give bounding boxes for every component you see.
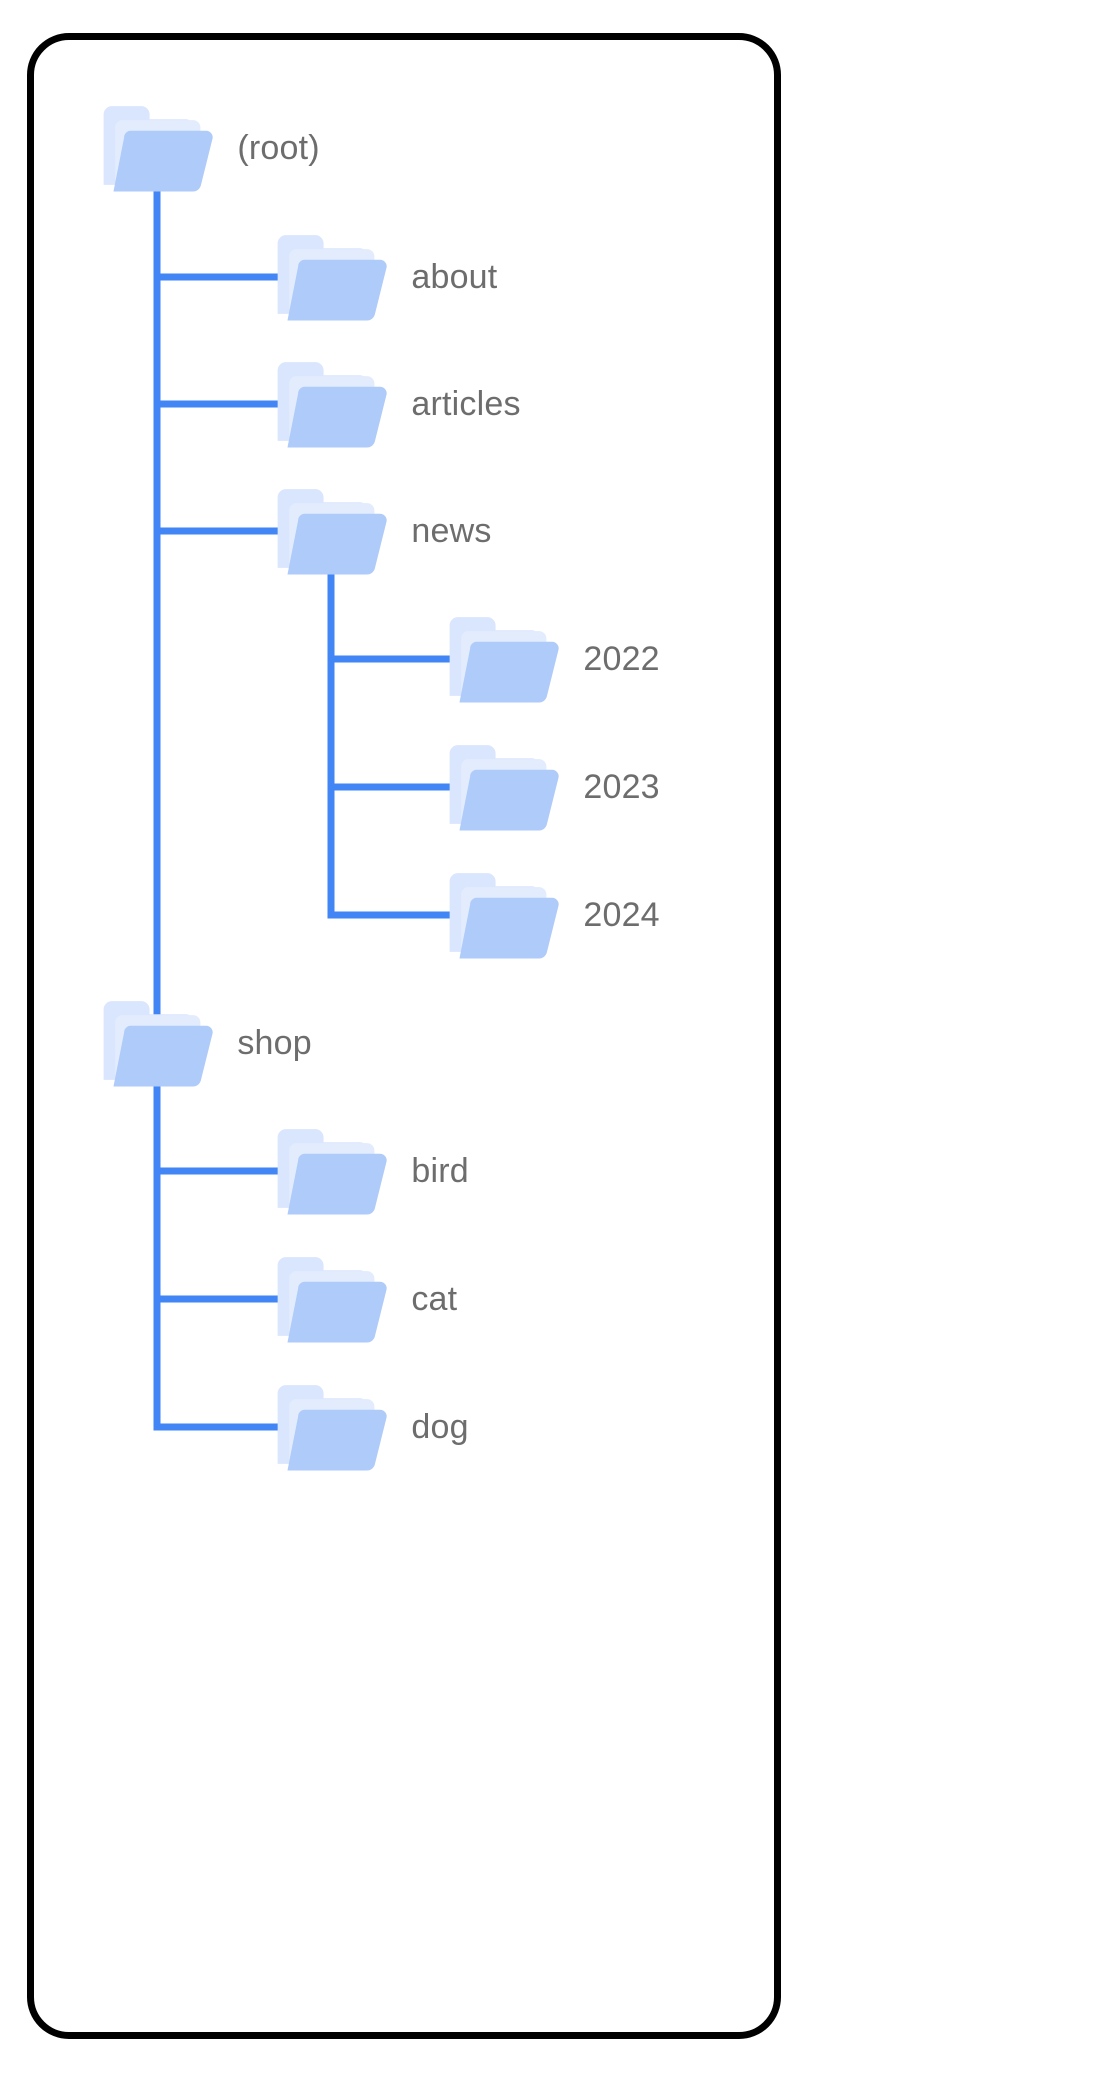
folder-icon[interactable]: [449, 617, 559, 703]
folder-icon[interactable]: [103, 106, 213, 192]
folder-label-2022[interactable]: 2022: [583, 640, 660, 678]
folder-label-root[interactable]: (root): [237, 129, 320, 167]
folder-icon[interactable]: [449, 873, 559, 959]
connector-vertical-root: [153, 185, 161, 1047]
connector-vertical-shop: [153, 1080, 161, 1431]
folder-label-cat[interactable]: cat: [411, 1280, 458, 1318]
folder-label-dog[interactable]: dog: [411, 1408, 469, 1446]
connector-horizontal-2023: [327, 783, 474, 791]
folder-label-about[interactable]: about: [411, 258, 498, 296]
connector-horizontal-cat: [153, 1295, 302, 1303]
connector-horizontal-about: [153, 273, 302, 281]
connector-lines: [153, 185, 474, 1431]
folder-icon[interactable]: [277, 1385, 387, 1471]
connector-horizontal-news: [153, 527, 302, 535]
folder-label-2024[interactable]: 2024: [583, 896, 660, 934]
connector-horizontal-articles: [153, 400, 302, 408]
connector-horizontal-dog: [153, 1423, 302, 1431]
folder-icon[interactable]: [277, 1129, 387, 1215]
folder-label-bird[interactable]: bird: [411, 1152, 469, 1190]
folder-label-articles[interactable]: articles: [411, 385, 521, 423]
connector-horizontal-2024: [327, 911, 474, 919]
folder-label-news[interactable]: news: [411, 512, 492, 550]
connector-vertical-news: [327, 568, 335, 919]
folder-label-shop[interactable]: shop: [237, 1024, 312, 1062]
folder-icon[interactable]: [277, 489, 387, 575]
folder-icon[interactable]: [277, 1257, 387, 1343]
folder-icon[interactable]: [449, 745, 559, 831]
connector-horizontal-bird: [153, 1167, 302, 1175]
connector-horizontal-2022: [327, 655, 474, 663]
folder-icon[interactable]: [277, 362, 387, 448]
folder-label-2023[interactable]: 2023: [583, 768, 660, 806]
folder-icon[interactable]: [277, 235, 387, 321]
